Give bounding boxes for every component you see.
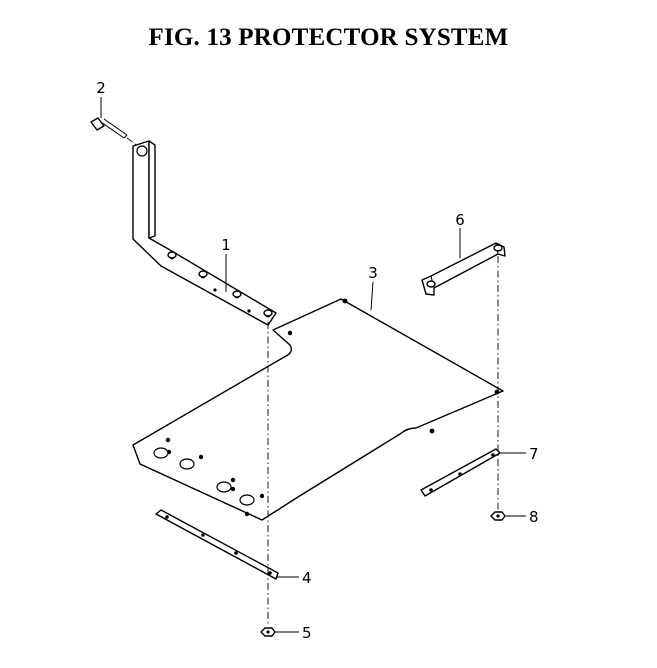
part-5-nut [260,627,276,637]
part-7-strap [420,448,501,497]
callout-4: 4 [302,569,312,587]
part-2-bolt [90,117,143,150]
callout-8: 8 [529,508,539,526]
figure-title: FIG. 13 PROTECTOR SYSTEM [148,24,509,51]
assembly-lines [267,256,499,626]
callout-3: 3 [368,264,378,282]
part-4-strap [155,509,279,580]
callout-5: 5 [302,624,312,642]
callout-1: 1 [221,236,231,254]
callout-2: 2 [96,79,106,97]
callout-6: 6 [455,211,465,229]
part-1-bracket [132,140,277,326]
part-6-small-bracket [421,242,506,296]
callout-7: 7 [529,445,539,463]
callout-leaders [100,97,526,633]
part-3-protector-plate [132,298,504,521]
part-8-nut [490,511,506,521]
